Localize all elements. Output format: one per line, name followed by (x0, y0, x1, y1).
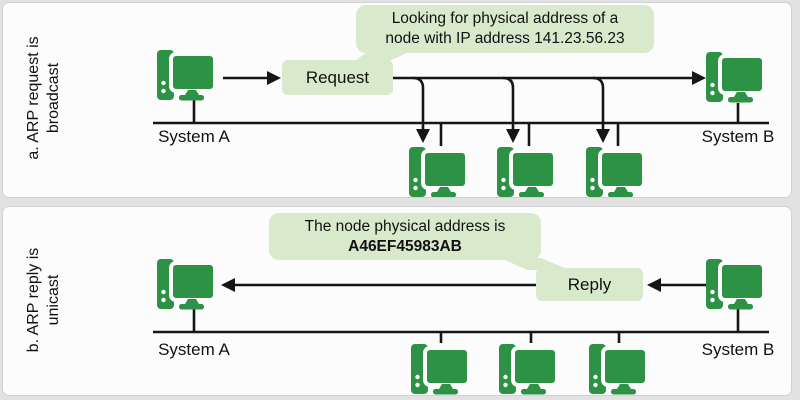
computer-icon-node-2 (497, 146, 559, 198)
computer-icon-system-a (157, 258, 219, 310)
arrowhead-down (416, 129, 430, 143)
computer-icon-system-b (706, 51, 768, 103)
bubble-text-line2: node with IP address 141.23.56.23 (385, 30, 625, 47)
arrowhead-left (647, 278, 661, 292)
arrowhead-down (506, 129, 520, 143)
system-b-label: System B (701, 340, 775, 359)
system-b-label: System B (701, 127, 775, 146)
computer-icon-system-b (706, 258, 768, 310)
computer-icon-node-3 (589, 343, 651, 395)
branch-2 (502, 76, 515, 131)
request-label: Request (305, 67, 370, 87)
branch-1 (412, 76, 425, 131)
speech-bubble-request: Looking for physical address of a node w… (356, 5, 654, 53)
bubble-text-line1: Looking for physical address of a (391, 10, 619, 27)
computer-icon-node-1 (411, 343, 473, 395)
reply-label: Reply (567, 274, 612, 294)
computer-icon-node-3 (586, 146, 648, 198)
computer-icon-node-1 (409, 146, 471, 198)
bubble-text-line2: A46EF45983AB (348, 238, 462, 255)
arrowhead-down (596, 129, 610, 143)
arrowhead-right (267, 71, 281, 85)
panel-arp-request: a. ARP request is broadcast Looking for … (2, 2, 792, 198)
bubble-text-line1: The node physical address is (304, 218, 506, 235)
caption-arp-request: a. ARP request is broadcast (25, 36, 62, 160)
bubble-tail-b (501, 258, 569, 270)
branch-3 (592, 76, 605, 131)
panel-arp-reply: b. ARP reply is unicast The node physica… (2, 206, 792, 396)
system-a-label: System A (158, 127, 230, 146)
arrowhead-left (221, 278, 235, 292)
computer-icon-system-a (157, 49, 219, 101)
computer-icon-node-2 (499, 343, 561, 395)
reply-box: Reply (536, 268, 643, 301)
system-a-label: System A (158, 340, 230, 359)
speech-bubble-reply: The node physical address is A46EF45983A… (269, 213, 541, 260)
diagram-lines-b (153, 258, 769, 343)
request-box: Request (282, 60, 393, 95)
caption-arp-reply: b. ARP reply is unicast (25, 247, 62, 353)
arrowhead-right (692, 71, 706, 85)
